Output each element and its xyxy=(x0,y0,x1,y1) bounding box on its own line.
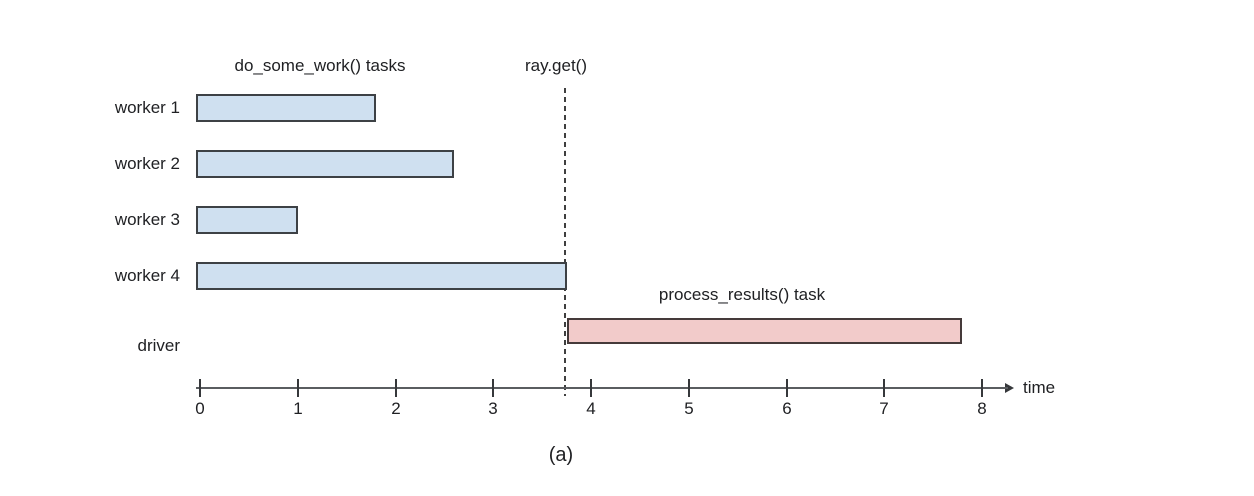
do-some-work-title: do_some_work() tasks xyxy=(234,56,406,75)
row-label-worker-3: worker 3 xyxy=(114,210,180,229)
task-bar-worker-2 xyxy=(196,150,454,178)
axis-tick-label-2: 2 xyxy=(391,399,401,418)
axis-tick-label-3: 3 xyxy=(488,399,498,418)
axis-tick-label-4: 4 xyxy=(586,399,596,418)
axis-arrow-icon xyxy=(1005,383,1014,393)
axis-tick-8 xyxy=(981,379,983,397)
process-results-label: process_results() task xyxy=(658,285,826,304)
axis-tick-0 xyxy=(199,379,201,397)
ray-get-dashed-line xyxy=(564,88,566,396)
axis-tick-label-5: 5 xyxy=(684,399,694,418)
axis-tick-6 xyxy=(786,379,788,397)
axis-tick-7 xyxy=(883,379,885,397)
axis-tick-label-1: 1 xyxy=(293,399,303,418)
task-bar-driver xyxy=(567,318,962,344)
axis-tick-label-8: 8 xyxy=(977,399,987,418)
row-label-worker-1: worker 1 xyxy=(114,98,180,117)
row-label-worker-2: worker 2 xyxy=(114,154,180,173)
row-label-worker-4: worker 4 xyxy=(114,266,180,285)
ray-get-label: ray.get() xyxy=(524,56,588,75)
task-bar-worker-1 xyxy=(196,94,376,122)
row-label-driver: driver xyxy=(137,336,180,355)
task-bar-worker-3 xyxy=(196,206,298,234)
time-axis-label: time xyxy=(1023,378,1056,397)
figure-caption: (a) xyxy=(548,444,574,466)
axis-tick-3 xyxy=(492,379,494,397)
axis-tick-label-0: 0 xyxy=(195,399,205,418)
axis-tick-5 xyxy=(688,379,690,397)
axis-tick-2 xyxy=(395,379,397,397)
axis-tick-4 xyxy=(590,379,592,397)
axis-tick-label-6: 6 xyxy=(782,399,792,418)
axis-tick-label-7: 7 xyxy=(879,399,889,418)
axis-tick-1 xyxy=(297,379,299,397)
time-axis-line xyxy=(196,387,1008,389)
task-bar-worker-4 xyxy=(196,262,567,290)
